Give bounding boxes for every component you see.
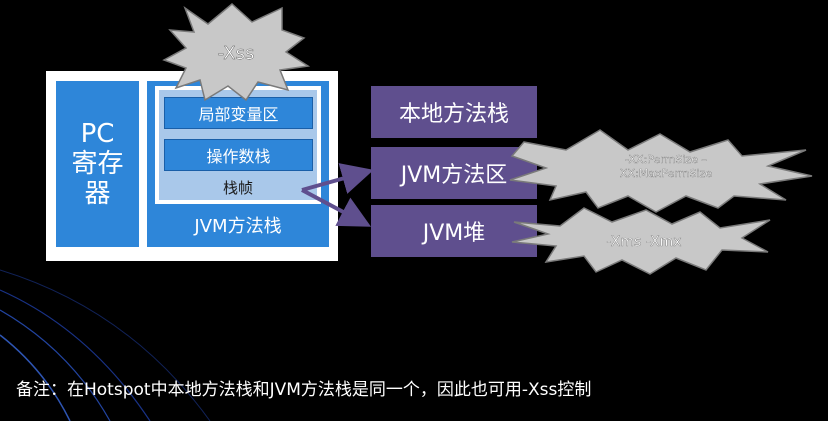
- heap-burst-shape: [511, 207, 771, 275]
- operand-stack-label: 操作数栈: [206, 147, 271, 166]
- permsize-label-line1: -XX:PermSize –: [625, 153, 707, 166]
- arrow-to-heap: [301, 188, 372, 227]
- pc-register-box: PC 寄存器: [56, 81, 139, 247]
- operand-stack-slot: 操作数栈: [164, 139, 313, 171]
- native-method-stack-box: 本地方法栈: [371, 86, 537, 138]
- native-method-stack-label: 本地方法栈: [398, 102, 509, 127]
- stack-frame-label: 栈帧: [222, 179, 253, 197]
- pc-register-label: PC 寄存器: [71, 119, 124, 209]
- jvm-method-area-box: JVM方法区: [371, 147, 537, 199]
- jvm-heap-box: JVM堆: [371, 205, 537, 257]
- arrow-to-method-area: [301, 163, 374, 194]
- xss-label: -Xss: [218, 43, 255, 64]
- jvm-stack-label: JVM方法栈: [194, 216, 282, 237]
- jvm-heap-label: JVM堆: [422, 221, 486, 246]
- permsize-burst-shape: [509, 129, 813, 213]
- footnote: 备注：在Hotspot中本地方法栈和JVM方法栈是同一个，因此也可用-Xss控制: [16, 380, 592, 400]
- heap-label: -Xms -Xmx: [606, 234, 681, 250]
- xss-burst-shape: [162, 3, 311, 102]
- local-variables-label: 局部变量区: [198, 105, 279, 124]
- local-variables-slot: 局部变量区: [164, 97, 313, 129]
- permsize-label-line2: XX:MaxPermSize: [620, 167, 712, 180]
- jvm-method-area-label: JVM方法区: [400, 163, 508, 188]
